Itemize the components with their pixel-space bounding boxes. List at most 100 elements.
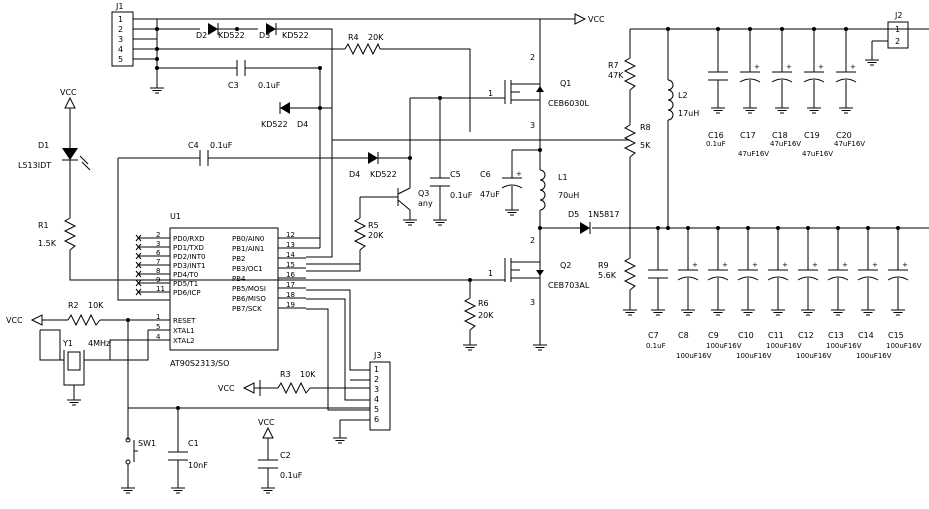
- mcu-pin-number: 1: [156, 313, 160, 321]
- mcu-pin-name: PB5/MOSI: [232, 285, 266, 293]
- capacitor-label: C9: [708, 331, 719, 340]
- y1-label: Y1: [62, 339, 73, 348]
- c1-value: 10nF: [188, 461, 208, 470]
- q3-label: Q3: [418, 189, 429, 198]
- svg-text:+: +: [786, 63, 792, 71]
- mcu-pin-name: PD5/T1: [173, 280, 198, 288]
- capacitor-bank-top: C160.1uF+C1747uF16V+C1847uF16V+C1947uF16…: [706, 27, 865, 158]
- q2-drain-pin: 2: [530, 236, 535, 245]
- svg-text:+: +: [692, 261, 698, 269]
- mcu-pin-name: PB7/SCK: [232, 305, 262, 313]
- mcu-pin-name: PB6/MISO: [232, 295, 266, 303]
- r5-value: 20K: [368, 231, 384, 240]
- r5-label: R5: [368, 221, 379, 230]
- vcc-label-r2: VCC: [6, 316, 23, 325]
- j1-pin: 5: [118, 55, 123, 64]
- mcu-pin-name: XTAL2: [173, 337, 195, 345]
- q3-value: any: [418, 199, 433, 208]
- mcu-pin-name: PB2: [232, 255, 245, 263]
- c3-value: 0.1uF: [258, 81, 281, 90]
- j3-pin: 3: [374, 385, 379, 394]
- j3-label: J3: [373, 351, 381, 360]
- c5-value: 0.1uF: [450, 191, 473, 200]
- svg-text:+: +: [754, 63, 760, 71]
- mcu-u1: U1 AT90S2313/SO: [169, 212, 279, 368]
- vcc-label-d1: VCC: [60, 88, 77, 97]
- q2-source-pin: 3: [530, 298, 535, 307]
- r7-label: R7: [608, 61, 619, 70]
- mcu-pin-number: 5: [156, 323, 160, 331]
- capacitor-label: C10: [738, 331, 754, 340]
- resistor-r4: R4 20K: [344, 33, 384, 56]
- mcu-pin-number: 12: [286, 231, 295, 239]
- u1-label: U1: [170, 212, 181, 221]
- svg-text:+: +: [872, 261, 878, 269]
- j1-pin: 1: [118, 15, 123, 24]
- capacitor-label: C14: [858, 331, 874, 340]
- capacitor-label: C20: [836, 131, 852, 140]
- capacitor-value: 47uF16V: [738, 150, 769, 158]
- capacitor-value: 100uF16V: [796, 352, 832, 360]
- j3-pin: 4: [374, 395, 379, 404]
- svg-text:+: +: [902, 261, 908, 269]
- r8-value: 5K: [640, 141, 651, 150]
- capacitor-label: C7: [648, 331, 659, 340]
- resistor-r3: R3 10K: [277, 370, 316, 395]
- capacitor-label: C15: [888, 331, 904, 340]
- mcu-pin-number: 8: [156, 267, 160, 275]
- svg-text:+: +: [812, 261, 818, 269]
- mcu-pin-number: 17: [286, 281, 295, 289]
- j2-pin: 1: [895, 25, 900, 34]
- svg-text:+: +: [818, 63, 824, 71]
- u1-part: AT90S2313/SO: [170, 359, 229, 368]
- capacitor-value: 47uF16V: [802, 150, 833, 158]
- r6-value: 20K: [478, 311, 494, 320]
- mcu-pin-name: PB3/OC1: [232, 265, 263, 273]
- j3-pin: 5: [374, 405, 379, 414]
- capacitor-value: 100uF16V: [676, 352, 712, 360]
- connector-j1: J1 1 2 3 4 5: [111, 2, 134, 67]
- resistor-r9: R9 5.6K: [598, 257, 637, 291]
- resistor-r8: R8 5K: [623, 123, 651, 158]
- j1-pin: 4: [118, 45, 123, 54]
- mcu-pin-number: 19: [286, 301, 295, 309]
- r3-label: R3: [280, 370, 291, 379]
- mcu-pin-name: PB1/AIN1: [232, 245, 264, 253]
- mcu-pin-number: 7: [156, 258, 160, 266]
- mcu-pin-name: PD3/INT1: [173, 262, 205, 270]
- mcu-pin-number: 11: [156, 285, 165, 293]
- connector-j3: J3 1 2 3 4 5 6: [369, 351, 391, 431]
- mcu-pin-number: 3: [156, 240, 160, 248]
- diode-d3: D3 KD522: [259, 23, 309, 40]
- mcu-pin-name: XTAL1: [173, 327, 195, 335]
- l2-value: 17uH: [678, 109, 699, 118]
- mcu-pin-number: 18: [286, 291, 295, 299]
- capacitor-value: 100uF16V: [856, 352, 892, 360]
- mcu-pin-name: RESET: [173, 317, 196, 325]
- c4-label: C4: [188, 141, 199, 150]
- inductor-l1: L1 70uH: [539, 169, 579, 211]
- capacitor-label: C17: [740, 131, 756, 140]
- r8-label: R8: [640, 123, 651, 132]
- svg-text:+: +: [782, 261, 788, 269]
- svg-text:+: +: [752, 261, 758, 269]
- capacitor-label: C8: [678, 331, 689, 340]
- c3-label: C3: [228, 81, 239, 90]
- capacitor-value: 100uF16V: [706, 342, 742, 350]
- r7-value: 47K: [608, 71, 624, 80]
- d3-value: KD522: [282, 31, 309, 40]
- d1-label: D1: [38, 141, 49, 150]
- resistor-r7: R7 47K: [608, 57, 637, 91]
- r2-value: 10K: [88, 301, 104, 310]
- d5-label: D5: [568, 210, 579, 219]
- q1-source-pin: 3: [530, 121, 535, 130]
- c6-value: 47uF: [480, 190, 500, 199]
- resistor-r5: R5 20K: [353, 217, 384, 251]
- capacitor-label: C18: [772, 131, 788, 140]
- capacitor-c5: C5 0.1uF: [430, 170, 473, 200]
- svg-text:+: +: [516, 170, 522, 178]
- transistor-q3: Q3 any: [397, 187, 433, 211]
- c4-value: 0.1uF: [210, 141, 233, 150]
- r2-label: R2: [68, 301, 79, 310]
